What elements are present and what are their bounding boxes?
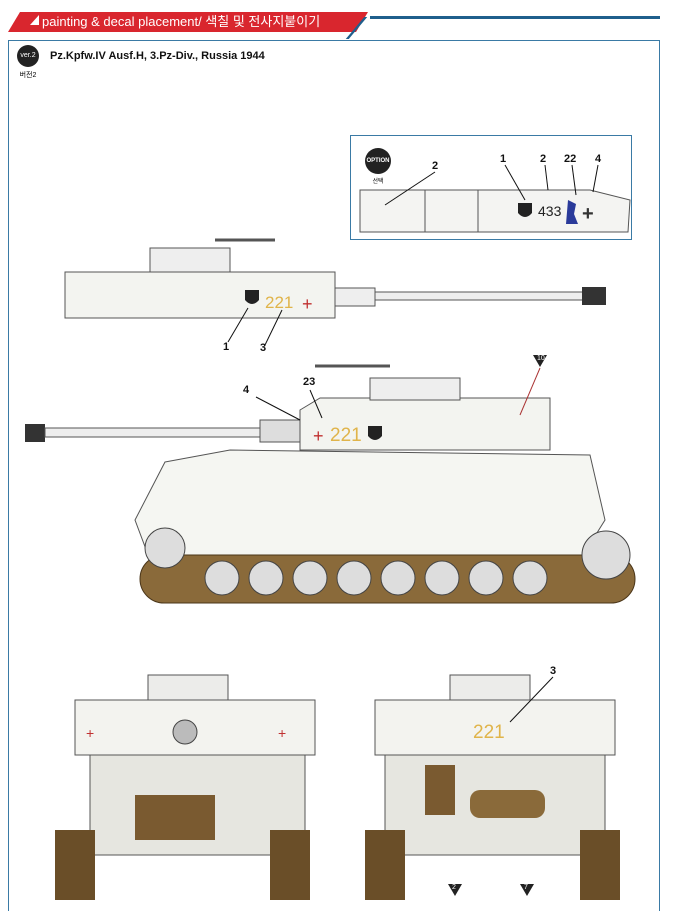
callout-number: 23: [303, 376, 316, 388]
callout-number: 3: [260, 342, 267, 354]
svg-text:221: 221: [265, 293, 293, 312]
svg-text:221: 221: [473, 722, 505, 743]
triangle-icon: [30, 15, 39, 25]
callout-number: 3: [550, 665, 557, 677]
svg-text:+: +: [313, 426, 324, 446]
svg-text:433: 433: [538, 203, 562, 219]
callout-number: 1: [500, 153, 507, 165]
content-frame: [8, 40, 660, 911]
marker-triangle: 10: [533, 355, 547, 367]
callout-number: 2: [432, 160, 439, 172]
option-panel: [350, 135, 632, 240]
version-badge-kr: 버전2: [19, 72, 37, 79]
svg-text:+: +: [278, 725, 286, 741]
header-line: [370, 16, 660, 19]
callout-number: 4: [595, 153, 602, 165]
tank-side-view-small: 221 +: [64, 238, 606, 346]
callout-number: 22: [564, 153, 577, 165]
tank-rear-view: 221: [365, 674, 620, 900]
svg-text:221: 221: [330, 425, 362, 446]
version-badge: ver.2: [17, 45, 39, 67]
callout-number: 2: [540, 153, 547, 165]
section-banner: [8, 12, 368, 32]
option-turret-side: 433 +: [359, 164, 631, 233]
svg-text:+: +: [582, 203, 594, 225]
marker-triangle: 2: [448, 884, 462, 896]
vehicle-title: Pz.Kpfw.IV Ausf.H, 3.Pz-Div., Russia 194…: [50, 50, 265, 62]
svg-text:+: +: [86, 725, 94, 741]
svg-text:+: +: [302, 294, 313, 314]
callout-number: 4: [243, 384, 250, 396]
section-title: painting & decal placement/ 색칠 및 전사지붙이기: [42, 14, 321, 29]
tank-side-view: 221 +: [25, 364, 636, 604]
option-badge: OPTION: [365, 148, 391, 174]
option-badge-kr: 선택: [372, 179, 384, 185]
callout-number: 1: [223, 341, 230, 353]
marker-triangle: 7: [520, 884, 534, 896]
tank-front-view: + +: [55, 674, 316, 900]
